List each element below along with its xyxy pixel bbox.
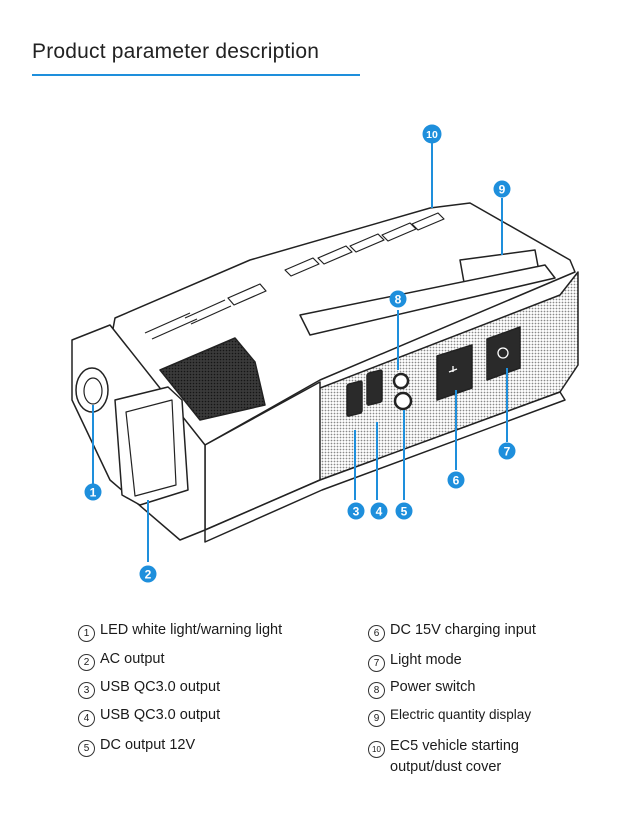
callout-6: 6	[447, 471, 465, 489]
device-diagram: 1 2 3 4 5 6 7 8 9 10	[71, 124, 579, 583]
legend-number: 10	[368, 741, 385, 758]
legend-item-2: 2 AC output	[78, 650, 165, 671]
svg-text:6: 6	[453, 474, 460, 488]
callout-9: 9	[493, 180, 511, 198]
legend-text: EC5 vehicle starting	[390, 738, 519, 754]
legend-number: 3	[78, 682, 95, 699]
legend-item-5: 5 DC output 12V	[78, 736, 195, 757]
legend-text: AC output	[100, 651, 165, 667]
legend-item-7: 7 Light mode	[368, 651, 462, 672]
legend-item-10: 10 EC5 vehicle starting output/dust cover	[368, 737, 519, 777]
legend-text: Light mode	[390, 652, 462, 668]
svg-text:4: 4	[376, 505, 383, 519]
legend-text: Power switch	[390, 679, 476, 695]
legend-number: 1	[78, 625, 95, 642]
callout-1: 1	[84, 483, 102, 501]
legend-text-line2: output/dust cover	[390, 759, 502, 775]
legend-number: 6	[368, 625, 385, 642]
page-title: Product parameter description	[32, 40, 320, 63]
legend-text: USB QC3.0 output	[100, 679, 221, 695]
legend-item-9: 9 Electric quantity display	[368, 705, 531, 727]
legend-text: DC output 12V	[100, 737, 196, 753]
legend-item-8: 8 Power switch	[368, 678, 475, 699]
callout-10: 10	[422, 124, 442, 144]
callout-7: 7	[498, 442, 516, 460]
legend-item-4: 4 USB QC3.0 output	[78, 706, 220, 727]
callout-8: 8	[389, 290, 407, 308]
legend-number: 2	[78, 654, 95, 671]
legend-number: 9	[368, 710, 385, 727]
callout-5: 5	[395, 502, 413, 520]
callout-2: 2	[139, 565, 157, 583]
svg-text:9: 9	[499, 183, 506, 197]
legend-number: 5	[78, 740, 95, 757]
svg-text:5: 5	[401, 505, 408, 519]
svg-text:7: 7	[504, 445, 511, 459]
legend-text: USB QC3.0 output	[100, 707, 221, 723]
svg-text:3: 3	[353, 505, 360, 519]
svg-text:2: 2	[145, 568, 152, 582]
svg-text:8: 8	[395, 293, 402, 307]
legend-text: LED white light/warning light	[100, 622, 283, 638]
legend-item-1: 1 LED white light/warning light	[78, 621, 282, 642]
svg-text:1: 1	[90, 486, 97, 500]
svg-text:10: 10	[426, 129, 438, 141]
legend-number: 8	[368, 682, 385, 699]
legend-item-6: 6 DC 15V charging input	[368, 621, 536, 642]
legend-number: 4	[78, 710, 95, 727]
legend-item-3: 3 USB QC3.0 output	[78, 678, 220, 699]
title-underline	[32, 74, 360, 76]
legend-number: 7	[368, 655, 385, 672]
callout-3: 3	[347, 502, 365, 520]
legend-text: Electric quantity display	[390, 707, 532, 722]
callout-4: 4	[370, 502, 388, 520]
legend-text: DC 15V charging input	[390, 622, 536, 638]
